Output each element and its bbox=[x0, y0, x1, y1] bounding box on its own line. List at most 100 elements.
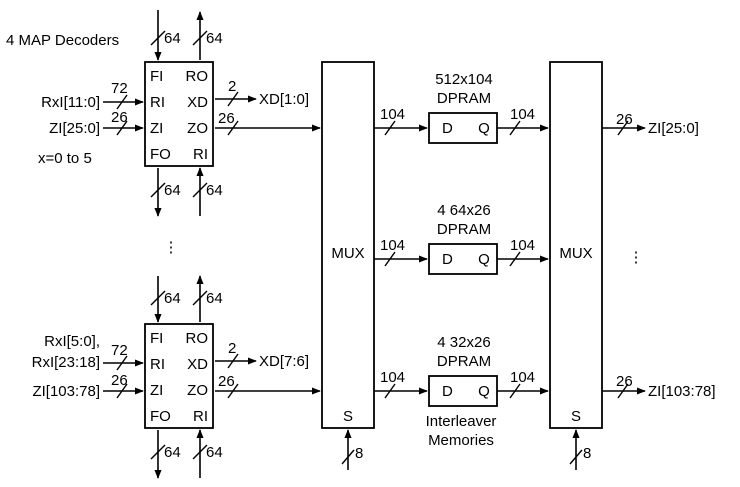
decoder-1-block bbox=[144, 61, 214, 167]
memory-3-port-d: D bbox=[442, 383, 453, 400]
input-mux-select-width: 8 bbox=[355, 445, 363, 462]
input-mux: MUX S 8 bbox=[321, 61, 375, 470]
bus-slash bbox=[227, 120, 239, 136]
memory-1-out-width: 104 bbox=[510, 106, 535, 123]
decoder-1-port-ri-out: RI bbox=[193, 146, 208, 163]
decoder-1-zi-label: ZI[25:0] bbox=[49, 120, 100, 137]
decoder-2-port-zo: ZO bbox=[187, 382, 208, 399]
memory-1-title-line2: DPRAM bbox=[437, 90, 491, 107]
input-mux-block bbox=[321, 61, 375, 429]
bus-slash bbox=[569, 449, 583, 465]
map-decoder-2: FI RI ZI FO RO XD ZO RI 64 64 64 64 RxI[… bbox=[32, 275, 321, 479]
decoder-2-port-ro: RO bbox=[186, 330, 209, 347]
output-1-label: ZI[25:0] bbox=[648, 120, 699, 137]
input-mux-label: MUX bbox=[331, 245, 364, 262]
bus-slash bbox=[150, 290, 166, 306]
bus-slash bbox=[116, 383, 128, 399]
bus-slash bbox=[192, 182, 208, 198]
decoder-1-port-fi: FI bbox=[150, 68, 163, 85]
output-mux-select-width: 8 bbox=[583, 445, 591, 462]
memory-3-title-line2: DPRAM bbox=[437, 353, 491, 370]
decoder-1-port-fo: FO bbox=[150, 146, 171, 163]
output-mux-select-port: S bbox=[571, 408, 581, 425]
memories-caption-line1: Interleaver bbox=[426, 413, 497, 430]
decoder-2-ro-width: 64 bbox=[206, 290, 223, 307]
decoder-2-port-xd: XD bbox=[187, 356, 208, 373]
bus-slash bbox=[150, 30, 166, 46]
decoder-1-xd-width: 2 bbox=[228, 78, 236, 95]
bus-slash bbox=[509, 120, 521, 136]
map-decoder-1: 4 MAP Decoders FI RI ZI FO RO XD ZO RI 6… bbox=[6, 10, 321, 217]
memory-3-in-width: 104 bbox=[380, 369, 405, 386]
memory-2-in-width: 104 bbox=[380, 237, 405, 254]
decoder-1-rx-label: RxI[11:0] bbox=[41, 94, 100, 111]
decoder-2-xd-width: 2 bbox=[228, 340, 236, 357]
bus-slash bbox=[150, 182, 166, 198]
decoder-2-zi-label: ZI[103:78] bbox=[32, 383, 100, 400]
memory-2-block bbox=[428, 243, 498, 275]
bus-slash bbox=[116, 94, 128, 110]
bus-slash bbox=[617, 383, 629, 399]
bus-slash bbox=[341, 449, 355, 465]
memory-1-port-q: Q bbox=[478, 120, 490, 137]
decoder-2-port-zi: ZI bbox=[150, 382, 163, 399]
memory-3-out-width: 104 bbox=[510, 369, 535, 386]
decoder-2-port-ri: RI bbox=[150, 356, 165, 373]
decoder-1-zo-width: 26 bbox=[218, 110, 235, 127]
bus-slash bbox=[150, 444, 166, 460]
memory-1-port-d: D bbox=[442, 120, 453, 137]
bus-slash bbox=[227, 353, 239, 369]
decoder-2-fo-width: 64 bbox=[164, 444, 181, 461]
output-ellipsis: ⋮ bbox=[629, 249, 644, 266]
bus-slash bbox=[509, 251, 521, 267]
decoder-1-rx-width: 72 bbox=[111, 80, 128, 97]
decoders-ellipsis: ⋮ bbox=[164, 239, 179, 256]
decoder-1-fo-width: 64 bbox=[164, 182, 181, 199]
decoder-1-zi-width: 26 bbox=[111, 109, 128, 126]
memory-1-in-width: 104 bbox=[380, 106, 405, 123]
bus-slash bbox=[617, 120, 629, 136]
bus-slash bbox=[192, 30, 208, 46]
decoder-1-fi-width: 64 bbox=[164, 30, 181, 47]
memory-1-title-line1: 512x104 bbox=[435, 71, 493, 88]
decoders-caption: 4 MAP Decoders bbox=[6, 32, 119, 49]
decoder-2-zo-width: 26 bbox=[218, 373, 235, 390]
memory-2-out-width: 104 bbox=[510, 237, 535, 254]
decoder-1-xd-label: XD[1:0] bbox=[259, 91, 309, 108]
decoder-2-rx-width: 72 bbox=[111, 342, 128, 359]
output-mux-label: MUX bbox=[559, 245, 592, 262]
decoder-2-zi-width: 26 bbox=[111, 372, 128, 389]
bus-slash bbox=[116, 355, 128, 371]
decoder-2-rx-label-line2: RxI[23:18] bbox=[32, 354, 100, 371]
interleaver-memory-2: 4 64x26 DPRAM D Q 104 104 bbox=[374, 202, 549, 275]
decoder-1-ro-width: 64 bbox=[206, 30, 223, 47]
memory-2-port-q: Q bbox=[478, 251, 490, 268]
bus-slash bbox=[384, 383, 396, 399]
decoder-1-ri-width: 64 bbox=[206, 182, 223, 199]
decoder-1-port-xd: XD bbox=[187, 94, 208, 111]
decoder-2-rx-label-line1: RxI[5:0], bbox=[44, 333, 100, 350]
decoder-2-ri-width: 64 bbox=[206, 444, 223, 461]
bus-slash bbox=[227, 383, 239, 399]
output-2-label: ZI[103:78] bbox=[648, 383, 716, 400]
output-mux: MUX S 8 ⋮ 26 ZI[25:0] 26 ZI[103:78] bbox=[549, 61, 716, 470]
output-mux-block bbox=[549, 61, 603, 429]
input-mux-select-port: S bbox=[343, 408, 353, 425]
bus-slash bbox=[192, 444, 208, 460]
memory-3-block bbox=[428, 375, 498, 407]
decoder-2-port-ri-out: RI bbox=[193, 408, 208, 425]
memories-caption-line2: Memories bbox=[428, 432, 494, 449]
bus-slash bbox=[509, 383, 521, 399]
decoder-1-port-ri: RI bbox=[150, 94, 165, 111]
memory-3-port-q: Q bbox=[478, 383, 490, 400]
memory-2-port-d: D bbox=[442, 251, 453, 268]
interleaver-memory-3: 4 32x26 DPRAM D Q 104 104 Interleaver Me… bbox=[374, 334, 549, 449]
decoder-2-port-fi: FI bbox=[150, 330, 163, 347]
decoder-1-port-ro: RO bbox=[186, 68, 209, 85]
decoder-1-port-zi: ZI bbox=[150, 120, 163, 137]
bus-slash bbox=[384, 251, 396, 267]
bus-slash bbox=[384, 120, 396, 136]
interleaver-memory-1: 512x104 DPRAM D Q 104 104 bbox=[374, 71, 549, 144]
bus-slash bbox=[116, 120, 128, 136]
